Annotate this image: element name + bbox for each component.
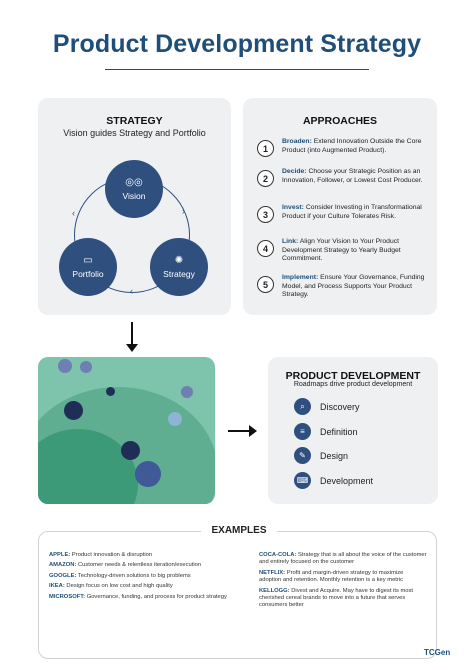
document-icon: ≡	[294, 423, 311, 440]
strategy-circle: ✺ Strategy	[150, 238, 208, 296]
pd-label: Development	[320, 475, 374, 486]
pd-label: Definition	[320, 426, 358, 437]
pd-heading: PRODUCT DEVELOPMENT	[285, 370, 421, 382]
dot	[121, 441, 140, 460]
approach-number: 1	[257, 140, 274, 157]
pd-item-discovery: ⌕ Discovery	[294, 398, 360, 415]
pd-label: Design	[320, 450, 349, 461]
approach-text: Consider Investing in Transformational P…	[282, 204, 422, 220]
approach-text: Extend Innovation Outside the Core Produ…	[282, 138, 422, 154]
example-item: AMAZON: Customer needs & relentless iter…	[49, 562, 202, 569]
lightbulb-gear-icon: ✺	[174, 255, 184, 266]
example-item: IKEA: Design focus on low cost and high …	[49, 583, 173, 590]
approaches-heading: APPROACHES	[302, 115, 378, 127]
approach-text: Align Your Vision to Your Product Develo…	[282, 238, 401, 263]
title-divider	[105, 69, 369, 70]
dot	[168, 412, 182, 426]
approach-number: 4	[257, 240, 274, 257]
vision-circle: ◎◎ Vision	[105, 160, 163, 218]
dot	[181, 386, 193, 398]
dot	[106, 387, 115, 396]
approach-item: 2 Decide: Choose your Strategic Position…	[257, 168, 427, 187]
dot	[58, 359, 72, 373]
tcgen-logo: TCGen	[424, 648, 451, 657]
dot	[64, 401, 83, 420]
strategy-label: Strategy	[163, 269, 195, 279]
portfolio-circle: ▭ Portfolio	[59, 238, 117, 296]
example-item: MICROSOFT: Governance, funding, and proc…	[49, 593, 227, 600]
strategy-subheading: Vision guides Strategy and Portfolio	[63, 128, 206, 138]
cycle-arrow-bottom-icon: ‹	[130, 286, 133, 296]
examples-heading: EXAMPLES	[201, 525, 277, 536]
example-item: KELLOGG: Divest and Acquire. May have to…	[259, 587, 414, 609]
code-icon: ⌨	[294, 472, 311, 489]
dot	[135, 461, 161, 487]
examples-right-column: COCA-COLA: Strategy that is all about th…	[259, 552, 427, 613]
example-item: COCA-COLA: Strategy that is all about th…	[259, 552, 427, 566]
approach-key: Broaden:	[282, 138, 312, 145]
pd-item-design: ✎ Design	[294, 447, 348, 464]
approach-text: Ensure Your Governance, Funding Model, a…	[282, 274, 425, 299]
approach-key: Link:	[282, 238, 299, 245]
example-item: GOOGLE: Technology-driven solutions to b…	[49, 572, 191, 579]
example-item: APPLE: Product innovation & disruption	[49, 552, 153, 558]
pd-subheading: Roadmaps drive product development	[293, 381, 413, 388]
approach-key: Invest:	[282, 204, 304, 211]
approach-number: 2	[257, 170, 274, 187]
decorative-green-panel	[38, 357, 215, 504]
approach-number: 3	[257, 206, 274, 223]
page-title: Product Development Strategy	[52, 30, 422, 58]
approach-key: Implement:	[282, 274, 319, 281]
pd-label: Discovery	[320, 401, 360, 412]
arrow-right-icon	[228, 425, 257, 437]
search-icon: ⌕	[294, 398, 311, 415]
pd-item-development: ⌨ Development	[294, 472, 373, 489]
cycle-arrow-left-icon: ‹	[72, 208, 75, 218]
examples-panel: EXAMPLES APPLE: Product innovation & dis…	[38, 525, 437, 659]
approach-item: 5 Implement: Ensure Your Governance, Fun…	[257, 274, 427, 300]
approach-item: 3 Invest: Consider Investing in Transfor…	[257, 204, 427, 223]
binoculars-icon: ◎◎	[125, 177, 143, 188]
approaches-panel: APPROACHES 1 Broaden: Extend Innovation …	[243, 98, 437, 315]
approach-text: Choose your Strategic Position as an Inn…	[282, 168, 423, 184]
portfolio-label: Portfolio	[72, 269, 104, 279]
approach-key: Decide:	[282, 168, 307, 175]
pd-item-definition: ≡ Definition	[294, 423, 358, 440]
approach-number: 5	[257, 276, 274, 293]
vision-label: Vision	[122, 191, 146, 201]
examples-left-column: APPLE: Product innovation & disruption A…	[49, 552, 245, 604]
strategy-panel: STRATEGY Vision guides Strategy and Port…	[38, 98, 231, 315]
cycle-arrow-right-icon: ›	[182, 206, 185, 216]
dot	[80, 361, 92, 373]
strategy-heading: STRATEGY	[106, 115, 163, 127]
folder-icon: ▭	[83, 255, 93, 266]
approach-item: 4 Link: Align Your Vision to Your Produc…	[257, 238, 427, 264]
design-icon: ✎	[294, 447, 311, 464]
product-development-panel: PRODUCT DEVELOPMENT Roadmaps drive produ…	[268, 357, 438, 504]
approach-item: 1 Broaden: Extend Innovation Outside the…	[257, 138, 427, 157]
example-item: NETFLIX: Profit and margin-driven strate…	[259, 569, 404, 584]
arrow-down-icon	[126, 322, 138, 352]
